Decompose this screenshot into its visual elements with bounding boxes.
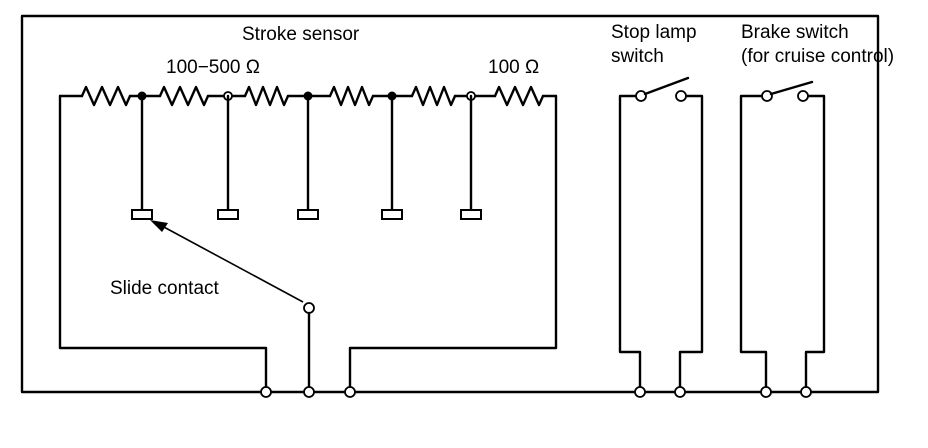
bus-terminal [303,386,315,398]
contact-pad [217,209,239,220]
contact-pad [131,209,153,220]
sensor-right-loop [348,94,558,394]
brake-switch-contact [797,90,809,102]
stop-lamp-switch-label: Stop lamp [611,22,697,43]
stop-lamp-switch-label: switch [611,46,664,67]
brake-switch-loop [739,94,768,394]
bus-terminal [800,386,812,398]
contact-pad [381,209,403,220]
resistor-6 [493,85,545,107]
bus-terminal [634,386,646,398]
resistor-2 [158,85,210,107]
resistance-fixed-label: 100 Ω [488,57,539,78]
slide-contact-label: Slide contact [110,278,220,299]
bus-terminal [344,386,356,398]
resistor-3 [243,85,290,107]
brake-switch-contact [761,90,773,102]
brake-switch-label: Brake switch [741,22,849,43]
stop-lamp-switch-contact [675,90,687,102]
stop-lamp-switch-contact [635,90,647,102]
resistor-4 [328,85,375,107]
resistor-1 [80,85,132,107]
bus-terminal [260,386,272,398]
brake-switch-label: (for cruise control) [741,46,894,67]
resistance-range-label: 100−500 Ω [166,57,260,78]
slide-contact-arm [161,225,304,303]
bus-terminal [760,386,772,398]
slide-contact-terminal [303,302,315,314]
bus-terminal [674,386,686,398]
contact-pad [297,209,319,220]
resistor-5 [410,85,457,107]
stop-lamp-loop [678,94,704,394]
outer-frame [20,14,880,394]
contact-pad [460,209,482,220]
stop-lamp-switch-blade [643,76,690,96]
slide-contact-arrowhead [150,220,168,232]
brake-switch-loop [804,94,826,394]
stop-lamp-loop [618,94,642,394]
brake-switch-blade [769,80,814,96]
stroke-sensor-label: Stroke sensor [242,24,360,45]
sensor-left-loop [58,94,268,394]
